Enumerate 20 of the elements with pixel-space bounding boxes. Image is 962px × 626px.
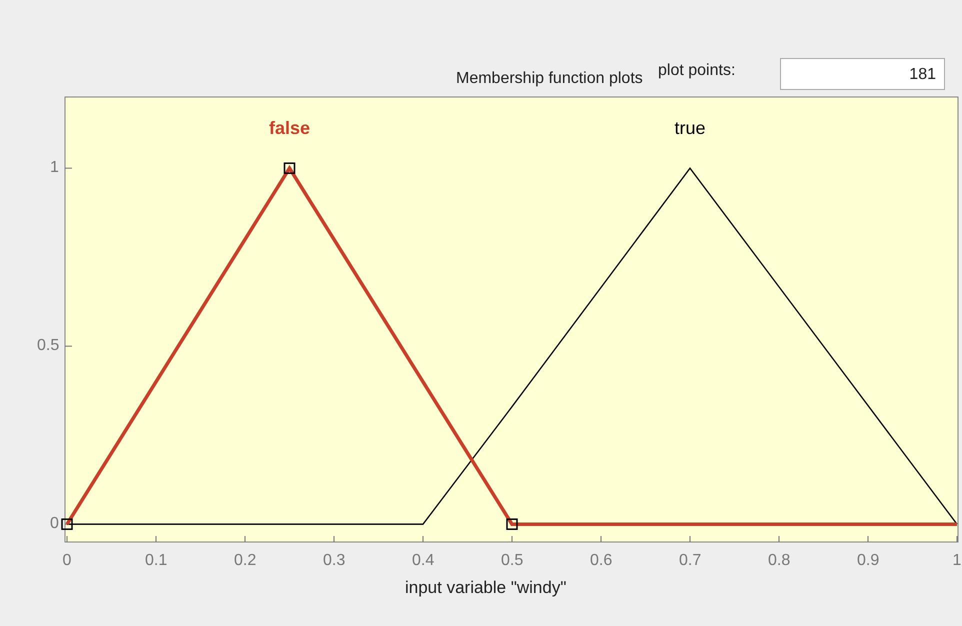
x-tick-label: 0.9	[857, 552, 880, 570]
x-tick-label: 0.5	[501, 552, 524, 570]
series-label: false	[269, 118, 310, 139]
field-label: plot points:	[658, 62, 736, 80]
x-tick-label: 0.7	[679, 552, 702, 570]
y-tick-label: 0	[50, 515, 59, 534]
x-tick-label: 0.1	[145, 552, 168, 570]
chart-title: Membership function plots	[456, 70, 643, 88]
x-tick-label: 0.6	[590, 552, 612, 570]
x-tick-label: 0.3	[323, 552, 346, 570]
x-tick-label: 0.8	[768, 552, 790, 570]
series-label: true	[674, 118, 706, 139]
x-tick-label: 0.4	[412, 552, 434, 570]
y-tick-label: 1	[50, 159, 59, 178]
x-tick-label: 0	[62, 552, 72, 570]
x-tick-label: 0.2	[234, 552, 256, 570]
input-field: 181	[780, 58, 945, 90]
y-tick-label: 0.5	[37, 337, 60, 356]
x-tick-label: 1	[952, 552, 962, 570]
axis-title: input variable "windy"	[405, 578, 566, 598]
